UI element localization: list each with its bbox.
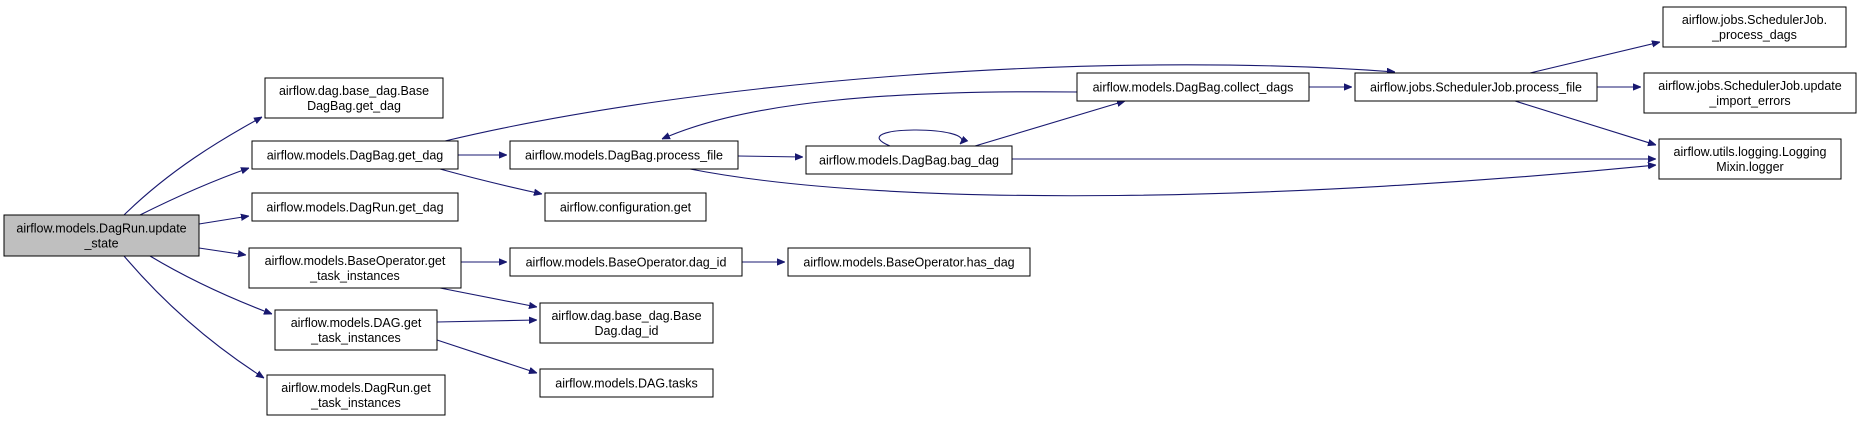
node-loggingmixin-logger[interactable]: airflow.utils.logging.LoggingMixin.logge… [1658,138,1842,180]
edge-dagrun_update_state-to-dagrun_get_dag [198,216,249,225]
edge-baseoperator_get_task_instances-to-base_dag_dag_id [439,287,537,307]
node-schedulerjob-update-import-errors[interactable]: airflow.jobs.SchedulerJob.update_import_… [1643,72,1857,114]
node-box [805,145,1013,175]
edge-dagbag_process_file-to-dagbag_bag_dag [737,156,803,157]
node-label-line: _state [83,237,118,251]
node-label-line: _process_dags [1711,28,1797,42]
node-label-line: airflow.models.DagRun.get [281,381,431,395]
node-baseoperator-dag-id[interactable]: airflow.models.BaseOperator.dag_id [509,247,743,277]
node-box [509,140,739,170]
node-baseoperator-get-task-instances[interactable]: airflow.models.BaseOperator.get_task_ins… [248,247,462,289]
node-box [787,247,1031,277]
node-box [3,214,200,257]
node-box [544,192,707,222]
node-label-line: airflow.jobs.SchedulerJob. [1682,13,1827,27]
edge-dagrun_update_state-to-base_dagbag_get_dag [123,117,262,216]
node-box [1662,6,1847,48]
node-box [539,368,714,398]
node-box [274,309,438,351]
node-label-line: airflow.utils.logging.Logging [1674,145,1827,159]
node-dagrun-get-dag[interactable]: airflow.models.DagRun.get_dag [251,192,459,222]
node-box [1076,72,1310,102]
edge-dagbag_get_dag-to-schedulerjob_process_file [444,64,1395,142]
node-dagbag-process-file[interactable]: airflow.models.DagBag.process_file [509,140,739,170]
node-box [251,192,459,222]
node-configuration-get[interactable]: airflow.configuration.get [544,192,707,222]
node-label-line: airflow.dag.base_dag.Base [551,309,701,323]
node-label-line: airflow.models.DagRun.update [16,222,186,236]
node-box [509,247,743,277]
node-label-line: airflow.models.DagBag.collect_dags [1093,81,1294,95]
node-label-line: airflow.models.BaseOperator.dag_id [526,256,727,270]
node-label-line: airflow.models.DagBag.process_file [525,149,723,163]
node-box [264,77,444,119]
edge-dag_get_task_instances-to-base_dag_dag_id [436,320,537,322]
node-dag-tasks[interactable]: airflow.models.DAG.tasks [539,368,714,398]
node-label-line: airflow.models.DAG.tasks [555,377,697,391]
node-box [539,302,714,344]
node-box [1354,72,1598,102]
node-dagbag-get-dag[interactable]: airflow.models.DagBag.get_dag [251,140,459,170]
node-box [251,140,459,170]
node-box [266,374,446,416]
node-label-line: airflow.models.DagBag.bag_dag [819,154,999,168]
node-dagbag-collect-dags[interactable]: airflow.models.DagBag.collect_dags [1076,72,1310,102]
node-label-line: airflow.models.DagRun.get_dag [266,201,443,215]
node-label-line: airflow.jobs.SchedulerJob.update [1658,79,1842,93]
edge-schedulerjob_process_file-to-loggingmixin_logger [1514,100,1656,145]
node-label-line: airflow.models.DAG.get [291,316,422,330]
node-label-line: DagBag.get_dag [307,99,401,113]
edge-schedulerjob_process_file-to-schedulerjob_process_dags [1529,42,1660,74]
node-label-line: Mixin.logger [1716,160,1783,174]
node-label-line: _task_instances [309,269,400,283]
edge-dagbag_bag_dag-to-dagbag_collect_dags [974,101,1125,147]
edge-dagrun_update_state-to-dagbag_get_dag [139,168,249,216]
node-label-line: _import_errors [1708,94,1790,108]
node-label-line: Dag.dag_id [595,324,659,338]
node-label-line: airflow.models.BaseOperator.has_dag [803,256,1014,270]
node-box [1658,138,1842,180]
node-box [248,247,462,289]
node-label-line: _task_instances [310,396,401,410]
node-label-line: airflow.jobs.SchedulerJob.process_file [1370,81,1582,95]
edge-dagrun_update_state-to-baseoperator_get_task_instances [198,247,246,255]
edge-dagbag_collect_dags-to-dagbag_process_file [662,91,1081,140]
node-dagrun-get-task-instances[interactable]: airflow.models.DagRun.get_task_instances [266,374,446,416]
node-label-line: airflow.configuration.get [560,201,692,215]
node-box [1643,72,1857,114]
node-label-line: airflow.models.BaseOperator.get [265,254,446,268]
node-dagrun-update-state[interactable]: airflow.models.DagRun.update_state [3,214,200,257]
node-schedulerjob-process-file[interactable]: airflow.jobs.SchedulerJob.process_file [1354,72,1598,102]
node-label-line: airflow.models.DagBag.get_dag [267,149,444,163]
node-dagbag-bag-dag[interactable]: airflow.models.DagBag.bag_dag [805,145,1013,175]
edge-dagbag_process_file-to-loggingmixin_logger [689,165,1656,197]
edge-dagrun_update_state-to-dagrun_get_task_instances [123,255,264,378]
node-baseoperator-has-dag[interactable]: airflow.models.BaseOperator.has_dag [787,247,1031,277]
edge-dagbag_bag_dag-to-dagbag_bag_dag [878,129,962,147]
node-dag-get-task-instances[interactable]: airflow.models.DAG.get_task_instances [274,309,438,351]
node-label-line: _task_instances [310,331,401,345]
node-label-line: airflow.dag.base_dag.Base [279,84,429,98]
node-schedulerjob-process-dags[interactable]: airflow.jobs.SchedulerJob._process_dags [1662,6,1847,48]
edge-dag_get_task_instances-to-dag_tasks [436,339,537,373]
edge-dagrun_update_state-to-dag_get_task_instances [149,255,272,314]
edge-dagbag_get_dag-to-configuration_get [439,168,542,194]
